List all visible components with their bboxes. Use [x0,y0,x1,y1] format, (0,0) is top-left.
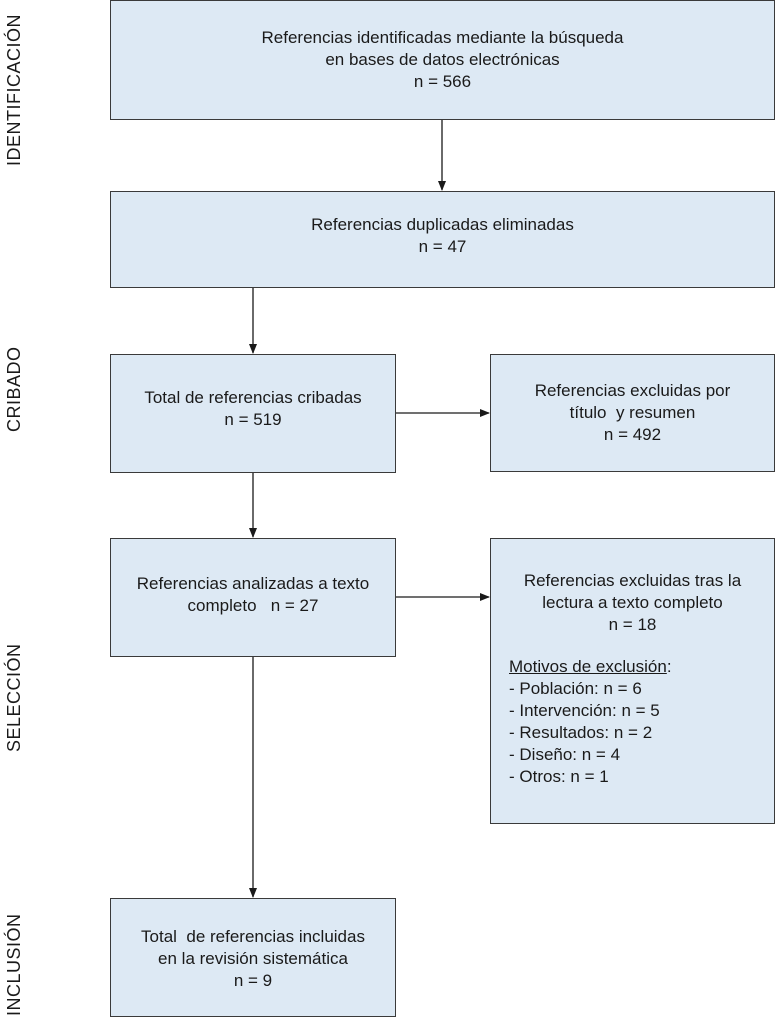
excluded-fulltext-line-1: Referencias excluidas tras la [523,571,742,590]
fulltext-line-1: Referencias analizadas a texto [136,573,370,593]
included-line-1: Total de referencias incluidas [141,926,365,946]
identified-count: n = 566 [413,72,472,91]
box-fulltext-analysed: Referencias analizadas a texto completo … [110,538,396,657]
excluded-fulltext-count: n = 18 [608,615,657,634]
excluded-title-count: n = 492 [603,425,662,444]
screened-line-1: Total de referencias cribadas [144,387,362,407]
duplicates-count: n = 47 [418,236,467,256]
exclusion-reasons-title-row: Motivos de exclusión: [509,656,774,678]
screened-count: n = 519 [224,409,282,429]
exclusion-reason-item: - Diseño: n = 4 [509,745,621,764]
exclusion-reason-item: - Otros: n = 1 [509,767,609,786]
exclusion-reasons: Motivos de exclusión: - Población: n = 6… [491,656,774,788]
box-excluded-title-abstract: Referencias excluidas por título y resum… [490,354,775,472]
exclusion-reasons-title: Motivos de exclusión [509,657,667,676]
included-count: n = 9 [233,970,273,990]
box-included-references: Total de referencias incluidas en la rev… [110,898,396,1017]
exclusion-reason-item: - Resultados: n = 2 [509,723,653,742]
excluded-fulltext-header: Referencias excluidas tras la lectura a … [491,570,774,636]
excluded-title-line-1: Referencias excluidas por [534,381,731,400]
box-identified-references: Referencias identificadas mediante la bú… [110,0,775,120]
excluded-fulltext-line-2: lectura a texto completo [542,593,723,612]
fulltext-line-2: completo n = 27 [187,595,319,615]
exclusion-reason-item: - Población: n = 6 [509,679,642,698]
included-line-2: en la revisión sistemática [158,948,348,968]
box-screened-references: Total de referencias cribadas n = 519 [110,354,396,473]
excluded-title-line-2: título y resumen [569,403,696,422]
exclusion-reasons-colon: : [666,657,672,676]
identified-line-2: en bases de datos electrónicas [325,50,560,69]
exclusion-reason-item: - Intervención: n = 5 [509,701,660,720]
box-excluded-fulltext: Referencias excluidas tras la lectura a … [490,538,775,824]
box-duplicates-removed: Referencias duplicadas eliminadas n = 47 [110,191,775,288]
identified-line-1: Referencias identificadas mediante la bú… [261,28,624,47]
duplicates-line-1: Referencias duplicadas eliminadas [311,214,574,234]
